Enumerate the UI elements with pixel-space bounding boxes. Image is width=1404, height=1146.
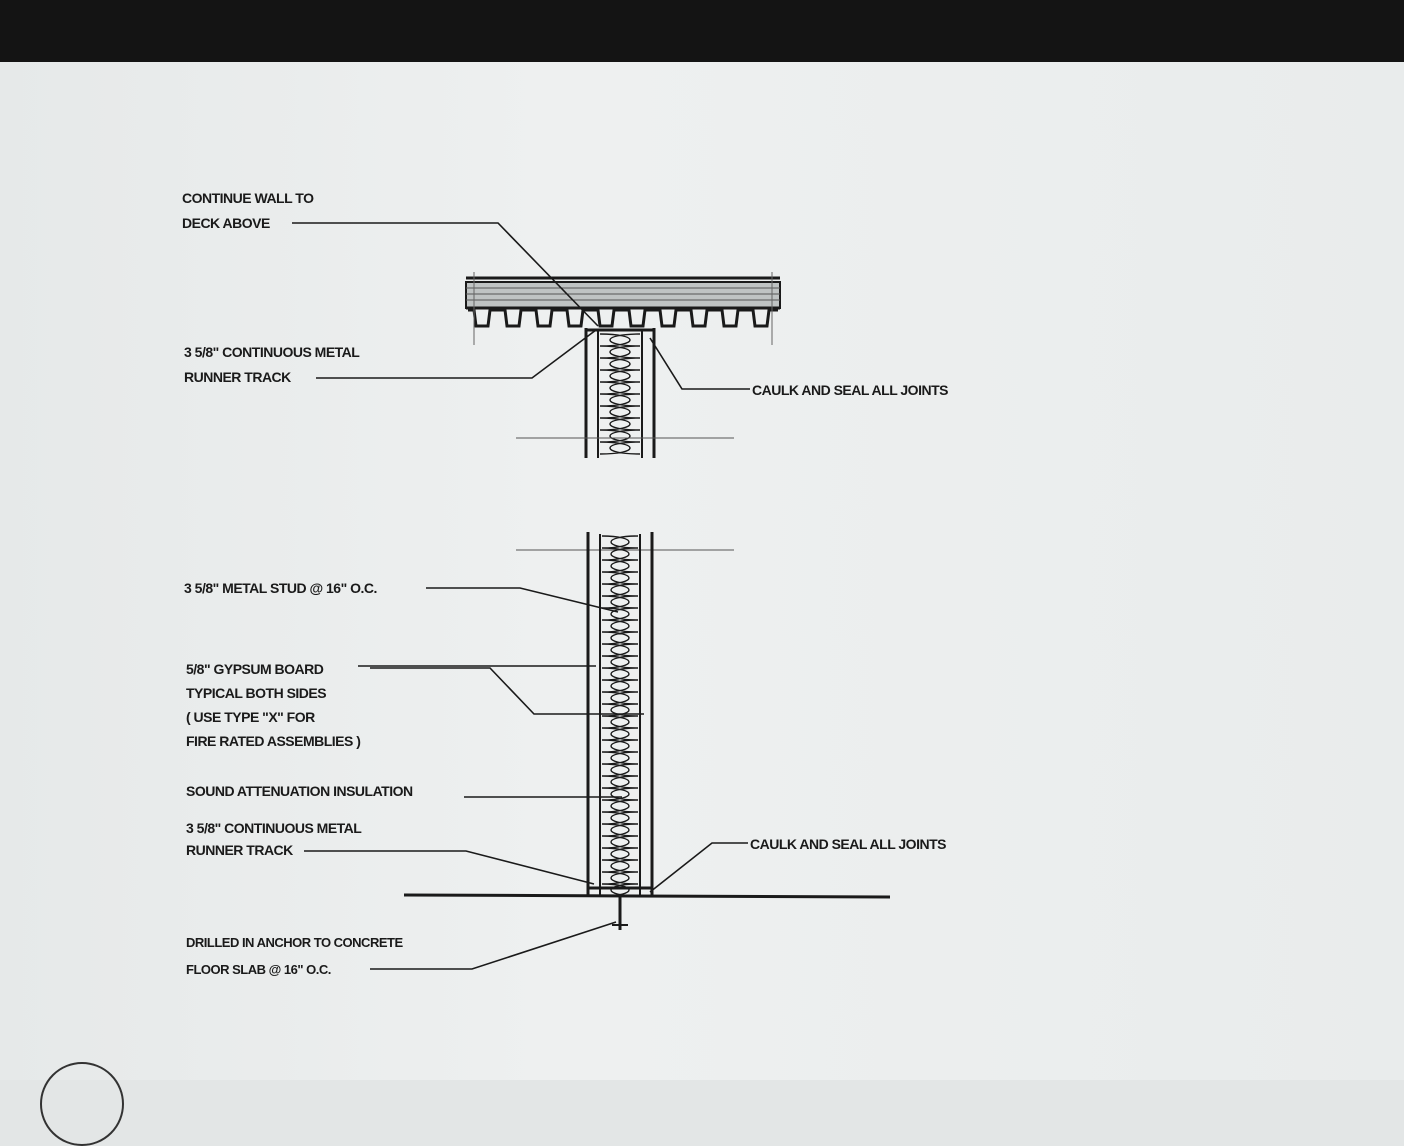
label-sound-insulation: SOUND ATTENUATION INSULATION: [186, 779, 413, 804]
label-sound-insulation-text: SOUND ATTENUATION INSULATION: [186, 783, 413, 799]
label-top-runner-track: 3 5/8" CONTINUOUS METAL RUNNER TRACK: [184, 340, 360, 390]
label-bottom-runner-line2: RUNNER TRACK: [186, 842, 293, 858]
drawing-sheet: [0, 62, 1404, 1080]
detail-callout-circle: [40, 1062, 124, 1146]
label-continue-wall: CONTINUE WALL TO DECK ABOVE: [182, 186, 314, 236]
floor-slab: [403, 893, 891, 930]
leader-lines: [292, 222, 750, 970]
wall-section-detail: [292, 222, 891, 970]
label-bottom-caulk: CAULK AND SEAL ALL JOINTS: [750, 832, 946, 857]
label-gypsum-board: 5/8" GYPSUM BOARD TYPICAL BOTH SIDES ( U…: [186, 657, 361, 753]
label-gypsum-line3: ( USE TYPE "X" FOR: [186, 709, 315, 725]
roof-deck: [465, 272, 781, 345]
monitor-top-bezel: [0, 0, 1404, 62]
label-top-caulk: CAULK AND SEAL ALL JOINTS: [752, 378, 948, 403]
label-metal-stud: 3 5/8" METAL STUD @ 16" O.C.: [184, 576, 377, 601]
label-gypsum-line1: 5/8" GYPSUM BOARD: [186, 661, 324, 677]
label-top-runner-line1: 3 5/8" CONTINUOUS METAL: [184, 344, 360, 360]
label-anchor-line2: FLOOR SLAB @ 16" O.C.: [186, 962, 331, 977]
label-gypsum-line2: TYPICAL BOTH SIDES: [186, 685, 327, 701]
label-bottom-runner-track: 3 5/8" CONTINUOUS METAL RUNNER TRACK: [186, 817, 362, 861]
wall-top-segment: [516, 328, 734, 458]
label-continue-wall-line1: CONTINUE WALL TO: [182, 190, 314, 206]
label-anchor-line1: DRILLED IN ANCHOR TO CONCRETE: [186, 935, 403, 950]
label-continue-wall-line2: DECK ABOVE: [182, 215, 270, 231]
label-top-caulk-text: CAULK AND SEAL ALL JOINTS: [752, 382, 948, 398]
label-bottom-runner-line1: 3 5/8" CONTINUOUS METAL: [186, 820, 362, 836]
label-anchor: DRILLED IN ANCHOR TO CONCRETE FLOOR SLAB…: [186, 929, 403, 983]
label-top-runner-line2: RUNNER TRACK: [184, 369, 291, 385]
label-bottom-caulk-text: CAULK AND SEAL ALL JOINTS: [750, 836, 946, 852]
label-metal-stud-text: 3 5/8" METAL STUD @ 16" O.C.: [184, 580, 377, 596]
label-gypsum-line4: FIRE RATED ASSEMBLIES ): [186, 733, 361, 749]
